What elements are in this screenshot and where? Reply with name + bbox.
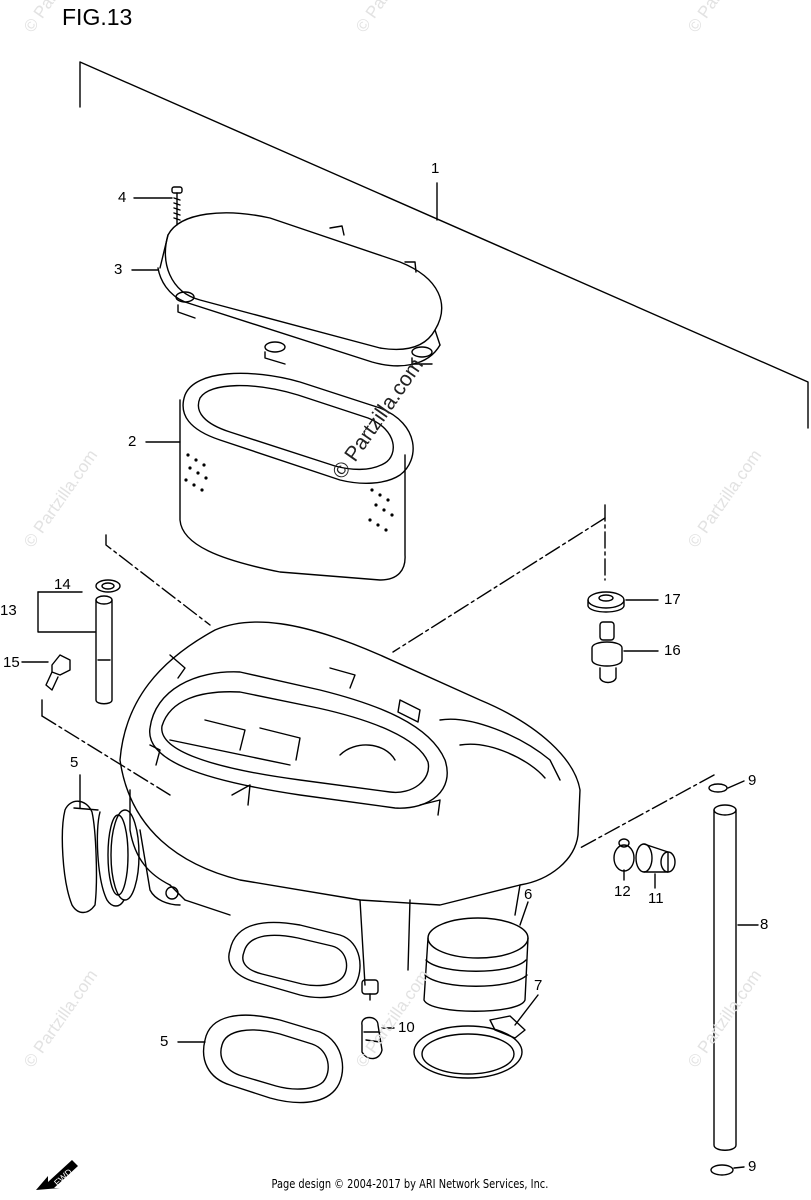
part-fitting-16 (591, 621, 623, 684)
part-clamp-7 (413, 1015, 526, 1079)
part-drain-10 (361, 1016, 383, 1060)
part-bolt-15 (21, 654, 71, 691)
callout-8: 8 (760, 916, 769, 933)
part-breather-13 (37, 579, 121, 705)
assembly-bracket (79, 61, 809, 429)
callout-1: 1 (431, 160, 440, 177)
callout-14: 14 (54, 576, 71, 593)
callout-9-bottom: 9 (748, 1158, 757, 1175)
callout-15: 15 (3, 654, 20, 671)
callout-7: 7 (534, 977, 543, 994)
part-screw-4 (171, 186, 183, 226)
page-footer: Page design © 2004-2017 by ARI Network S… (271, 1177, 549, 1191)
callout-9-top: 9 (748, 772, 757, 789)
part-airbox-housing (107, 621, 581, 1012)
part-cap-12 (613, 838, 635, 872)
part-cover-3 (157, 212, 443, 367)
part-clamp-9-bottom (710, 1164, 745, 1176)
part-clamp-9-top (708, 780, 745, 793)
figure-title: FIG.13 (62, 4, 133, 30)
callout-5-left: 5 (70, 754, 79, 771)
callout-16: 16 (664, 642, 681, 659)
alignment-lines (41, 504, 715, 849)
callout-13: 13 (0, 602, 17, 619)
callout-3: 3 (114, 261, 123, 278)
part-plug-11 (635, 843, 676, 873)
callout-6: 6 (524, 886, 533, 903)
part-grommet-17 (587, 591, 625, 613)
part-hose-8 (713, 804, 737, 1151)
fwd-arrow-icon: FWD (36, 1160, 78, 1190)
part-seal-5-bottom (203, 1014, 344, 1104)
callout-4: 4 (118, 189, 127, 206)
callout-17: 17 (664, 591, 681, 608)
part-filter-2 (179, 372, 414, 581)
callout-10: 10 (398, 1019, 415, 1036)
part-seal-5-left (61, 800, 125, 914)
callout-5-bottom: 5 (160, 1033, 169, 1050)
callout-11: 11 (648, 890, 664, 907)
callout-12: 12 (614, 883, 631, 900)
leader-lines (79, 197, 759, 1043)
callout-2: 2 (128, 433, 137, 450)
